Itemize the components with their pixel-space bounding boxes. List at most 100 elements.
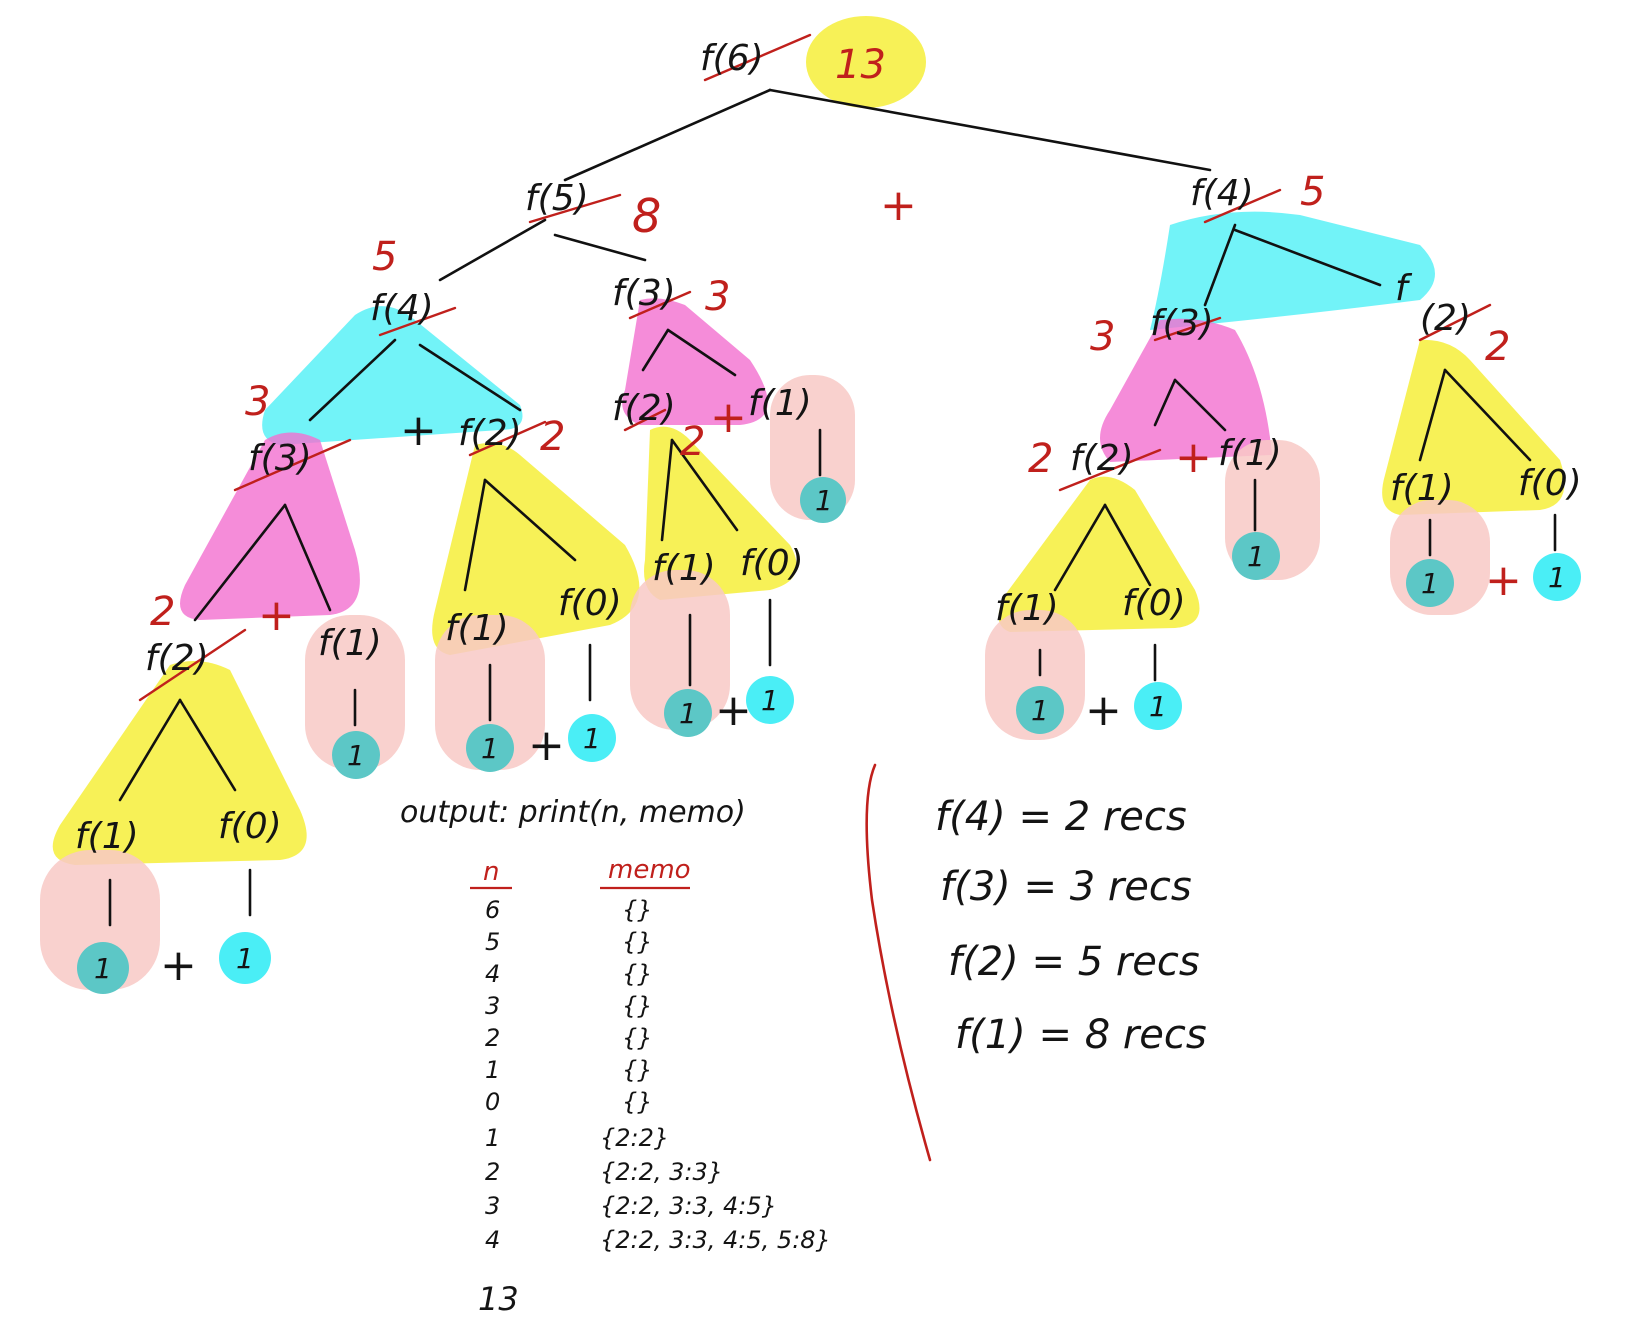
row-memo: {} bbox=[622, 1088, 653, 1116]
leaf-value: 1 bbox=[347, 739, 365, 772]
row-n: 1 bbox=[485, 1056, 500, 1084]
plus-sign: + bbox=[710, 392, 747, 443]
row-n: 6 bbox=[485, 896, 500, 924]
node-labels: f(6) f(5) f(4) f(4) f(3) f(3) f (2) f(3)… bbox=[75, 38, 1582, 857]
node-f4-left: f(4) bbox=[370, 288, 434, 329]
leaf-value: 1 bbox=[1149, 690, 1167, 723]
node-f4-right: f(4) bbox=[1190, 173, 1254, 214]
pink-triangle-mid-f3 bbox=[622, 298, 768, 425]
result-5-left: 5 bbox=[372, 234, 397, 280]
cyan-triangle-left-f4 bbox=[262, 306, 523, 445]
row-n: 2 bbox=[485, 1024, 500, 1052]
result-2-e: 2 bbox=[1485, 324, 1510, 370]
output-final: 13 bbox=[478, 1280, 519, 1318]
result-8: 8 bbox=[632, 189, 661, 243]
leaf-value: 1 bbox=[1247, 540, 1265, 573]
node-f1-a: f(1) bbox=[318, 623, 382, 664]
plus-sign: + bbox=[160, 940, 197, 991]
row-memo: {} bbox=[622, 1024, 653, 1052]
node-f2-a: f(2) bbox=[145, 638, 209, 679]
result-highlight bbox=[806, 16, 926, 108]
recursion-count-f2: f(2) = 5 recs bbox=[948, 939, 1200, 985]
plus-sign: + bbox=[1485, 555, 1522, 606]
plus-sign: + bbox=[258, 590, 295, 641]
node-f3-mid: f(3) bbox=[612, 273, 676, 314]
output-section: output: print(n, memo) n memo 6 {} 5 {} … bbox=[400, 795, 831, 1318]
node-f2-right-rest: (2) bbox=[1420, 298, 1471, 339]
leaf-circle-teal bbox=[77, 942, 129, 994]
leaf-circle-teal bbox=[664, 689, 712, 737]
node-f5: f(5) bbox=[525, 178, 589, 219]
result-5-right: 5 bbox=[1300, 169, 1325, 215]
row-memo: {2:2} bbox=[600, 1124, 669, 1152]
node-f0-b: f(0) bbox=[558, 583, 622, 624]
cyan-triangle-right-f4 bbox=[1150, 211, 1435, 330]
plus-sign: + bbox=[880, 180, 917, 231]
recursion-count-f3: f(3) = 3 recs bbox=[940, 864, 1192, 910]
row-n: 4 bbox=[485, 1226, 500, 1254]
leaf-value: 1 bbox=[94, 952, 112, 985]
node-f3-left: f(3) bbox=[248, 438, 312, 479]
leaf-value: 1 bbox=[761, 684, 779, 717]
row-n: 0 bbox=[485, 1088, 500, 1116]
result-2-a: 2 bbox=[150, 589, 175, 635]
row-n: 4 bbox=[485, 960, 500, 988]
leaf-circle-cyan bbox=[219, 932, 271, 984]
row-memo: {} bbox=[622, 960, 653, 988]
output-heading: output: print(n, memo) bbox=[400, 795, 746, 830]
leaf-value: 1 bbox=[236, 942, 254, 975]
node-f1-d: f(1) bbox=[652, 548, 716, 589]
row-memo: {} bbox=[622, 1056, 653, 1084]
row-n: 1 bbox=[485, 1124, 500, 1152]
leaf-value: 1 bbox=[815, 484, 833, 517]
result-3-mid: 3 bbox=[705, 274, 730, 320]
leaf-value: 1 bbox=[1421, 567, 1439, 600]
yellow-triangle-f2-a bbox=[52, 661, 307, 865]
divider-line bbox=[865, 763, 932, 1162]
plus-sign: + bbox=[715, 685, 752, 736]
plus-sign: + bbox=[1175, 432, 1212, 483]
recursion-count-f4: f(4) = 2 recs bbox=[935, 794, 1187, 840]
row-memo: {} bbox=[622, 928, 653, 956]
recursion-counts: f(4) = 2 recs f(3) = 3 recs f(2) = 5 rec… bbox=[935, 794, 1207, 1058]
plus-sign: + bbox=[1085, 685, 1122, 736]
leaf-values: 1 1 1 1 1 1 1 1 1 1 1 1 1 bbox=[94, 484, 1566, 985]
leaf-circle-cyan bbox=[746, 676, 794, 724]
node-f0-a: f(0) bbox=[218, 806, 282, 847]
row-n: 3 bbox=[485, 1192, 500, 1220]
leaf-circle-teal bbox=[800, 477, 846, 523]
yellow-triangle-f2-d bbox=[998, 476, 1200, 632]
strike-lines bbox=[138, 33, 1492, 702]
node-f1-f: f(1) bbox=[1218, 433, 1282, 474]
leaf-value: 1 bbox=[1031, 694, 1049, 727]
leaf-circles bbox=[77, 477, 1581, 994]
result-3-left: 3 bbox=[245, 379, 270, 425]
result-2-b: 2 bbox=[540, 414, 565, 460]
leaf-circle-cyan bbox=[1134, 682, 1182, 730]
leaf-circle-teal bbox=[466, 724, 514, 772]
salmon-blob bbox=[40, 850, 160, 990]
leaf-circle-teal bbox=[1406, 559, 1454, 607]
node-f0-d: f(0) bbox=[1122, 583, 1186, 624]
highlight-layer bbox=[40, 16, 1565, 990]
node-f2-d: f(2) bbox=[1070, 438, 1134, 479]
node-f6: f(6) bbox=[700, 38, 764, 79]
leaf-value: 1 bbox=[583, 722, 601, 755]
col-memo-header: memo bbox=[608, 855, 691, 885]
leaf-value: 1 bbox=[679, 697, 697, 730]
leaf-value: 1 bbox=[481, 732, 499, 765]
leaf-circle-cyan bbox=[568, 714, 616, 762]
plus-sign: + bbox=[400, 405, 437, 456]
node-f1-e: f(1) bbox=[75, 816, 139, 857]
row-memo: {} bbox=[622, 992, 653, 1020]
row-memo: {2:2, 3:3, 4:5} bbox=[600, 1192, 777, 1220]
leaf-value: 1 bbox=[1548, 561, 1566, 594]
node-f2-c: f(2) bbox=[612, 388, 676, 429]
recursion-count-f1: f(1) = 8 recs bbox=[955, 1012, 1207, 1058]
row-n: 3 bbox=[485, 992, 500, 1020]
result-3-right: 3 bbox=[1090, 314, 1115, 360]
row-memo: {2:2, 3:3} bbox=[600, 1158, 723, 1186]
result-numbers: 13 8 5 5 3 3 3 2 2 2 2 2 bbox=[150, 42, 1510, 635]
col-n-header: n bbox=[483, 857, 499, 887]
